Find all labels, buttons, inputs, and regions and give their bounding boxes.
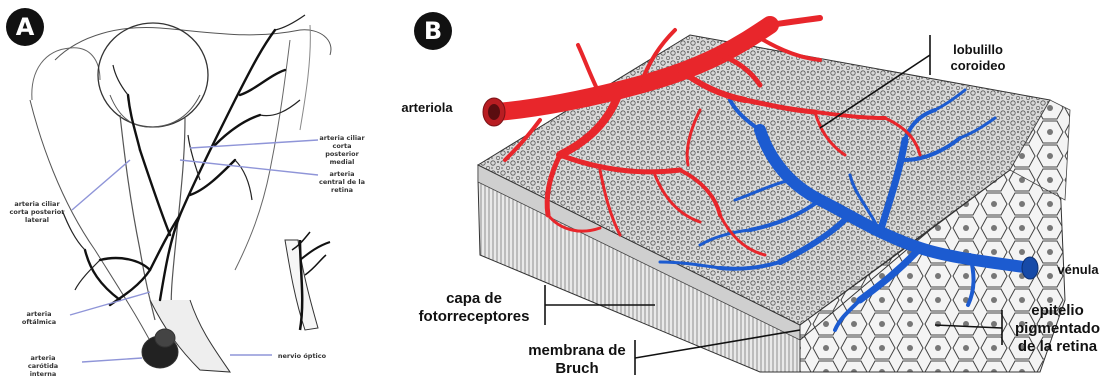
label-arteria-ciliar-lateral: arteria ciliar corta posterior lateral <box>4 200 70 224</box>
label-epitelio-pigmentado: epitelio pigmentado de la retina <box>1005 302 1110 356</box>
label-arteria-oftalmica: arteria oftálmica <box>14 310 64 326</box>
label-lobulillo-coroideo: lobulillo coroideo <box>940 42 1016 74</box>
label-venula: vénula <box>1048 262 1108 278</box>
label-nervio-optico: nervio óptico <box>272 352 332 360</box>
label-arteria-ciliar-medial: arteria ciliar corta posterior medial <box>318 134 366 166</box>
panel-b-badge: B <box>414 12 452 50</box>
label-membrana-bruch: membrana de Bruch <box>520 342 634 378</box>
label-capa-fotorreceptores: capa de fotorreceptores <box>406 290 542 326</box>
label-arteria-carotida-interna: arteria carótida interna <box>16 354 70 378</box>
panel-a-drawing <box>30 15 331 372</box>
label-arteria-central-retina: arteria central de la retina <box>318 170 366 194</box>
label-arteriola: arteriola <box>392 100 462 116</box>
inset-vessel <box>285 232 330 330</box>
panel-a-badge: A <box>6 8 44 46</box>
